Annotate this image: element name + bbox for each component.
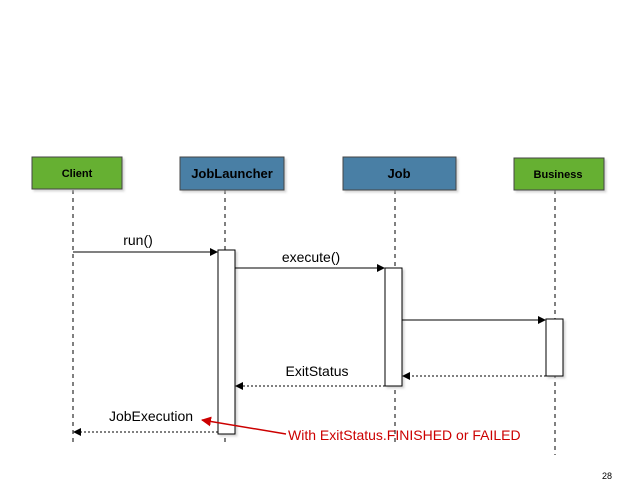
page-number: 28 bbox=[601, 471, 612, 481]
message-execute-label: execute() bbox=[282, 249, 340, 265]
message-run-label: run() bbox=[123, 232, 153, 248]
participant-label-client: Client bbox=[62, 168, 93, 180]
annotation-arrow bbox=[201, 416, 287, 435]
message-exit-status-label: ExitStatus bbox=[285, 363, 348, 379]
participant-job: Job bbox=[342, 156, 457, 191]
activation-business bbox=[545, 318, 564, 377]
message-job-execution-label: JobExecution bbox=[109, 408, 193, 424]
participant-label-job: Job bbox=[387, 166, 410, 181]
activation-joblauncher bbox=[217, 249, 236, 435]
participant-label-business: Business bbox=[534, 169, 583, 181]
participant-joblauncher: JobLauncher bbox=[179, 156, 285, 191]
annotation-text: With ExitStatus.FINISHED or FAILED bbox=[288, 427, 521, 443]
participant-client: Client bbox=[31, 156, 123, 190]
participant-label-joblauncher: JobLauncher bbox=[191, 166, 273, 181]
participant-business: Business bbox=[513, 157, 605, 191]
activation-job bbox=[384, 267, 403, 387]
